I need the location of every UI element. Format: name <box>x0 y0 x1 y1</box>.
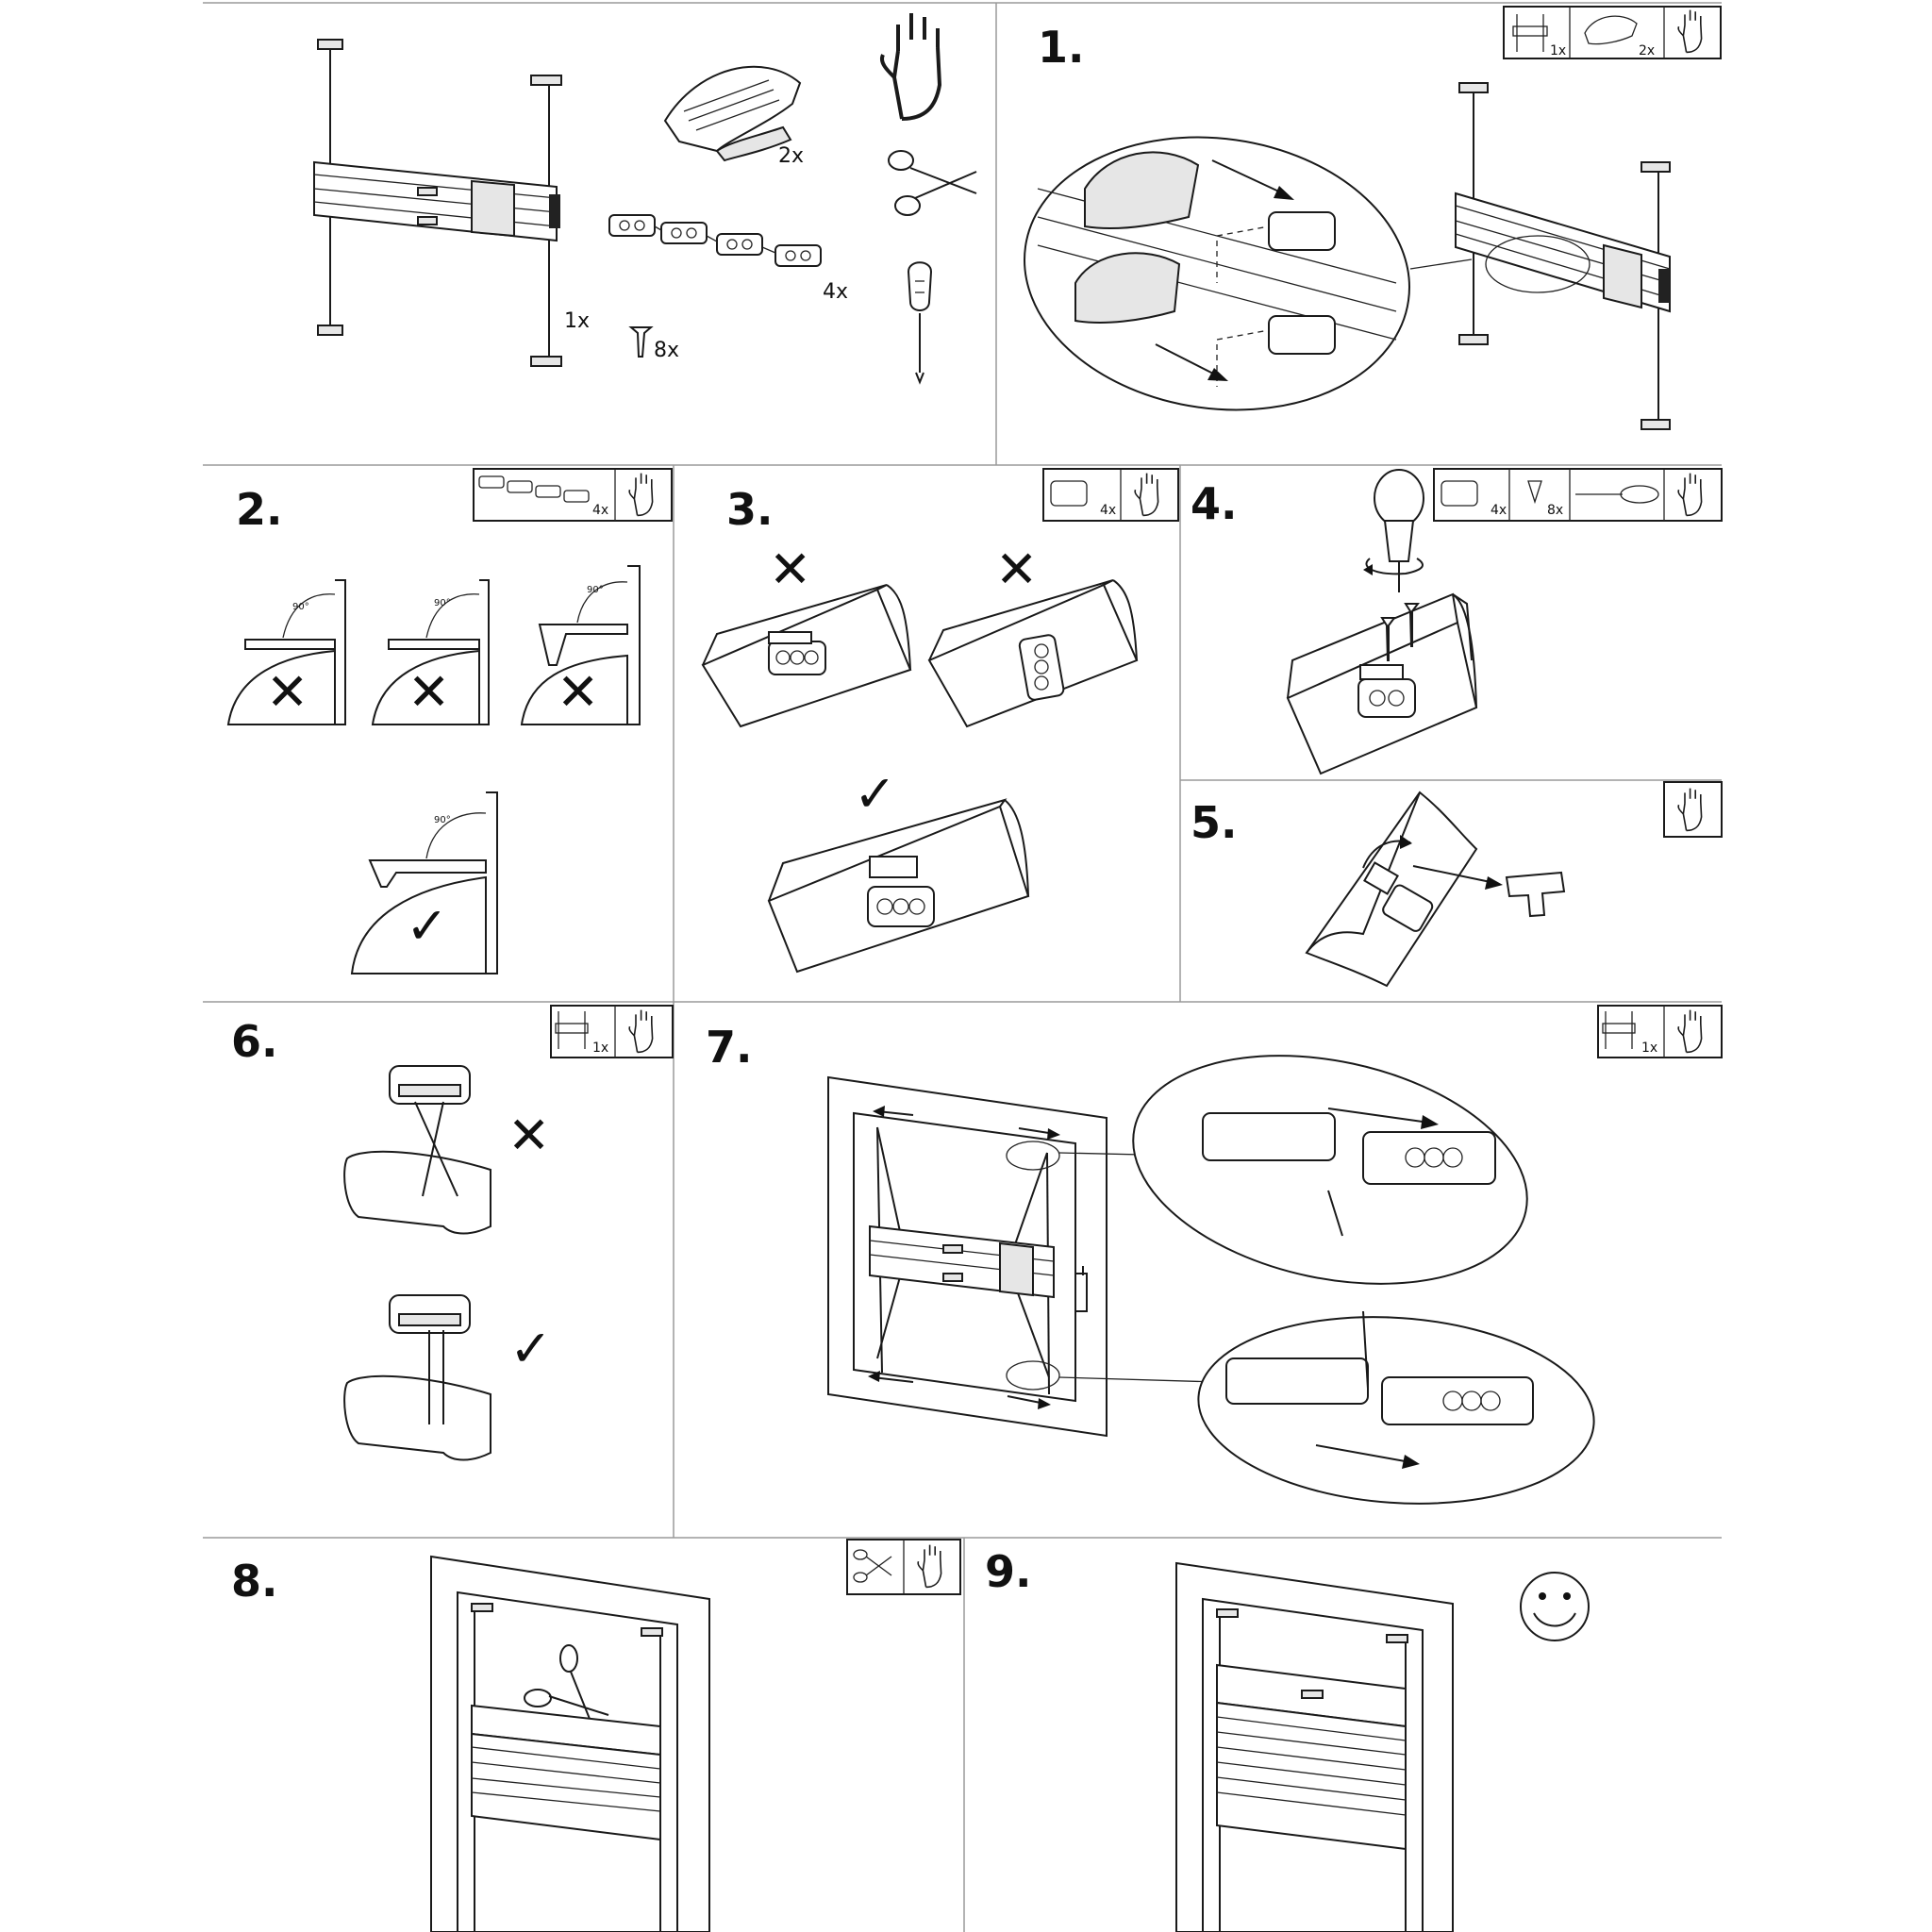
angle-label: 90° <box>434 815 451 825</box>
angle-label: 90° <box>434 598 451 608</box>
correct-mark: ✓ <box>509 1319 552 1378</box>
wall-bracket-mounting <box>1286 592 1478 775</box>
scissors-icon <box>853 1549 892 1583</box>
clip-mini-icon <box>1584 15 1638 45</box>
brackets-mini-icon <box>478 475 590 503</box>
hand-icon <box>1134 473 1159 517</box>
correct-mark: ✓ <box>854 764 896 824</box>
step-5-tools-box <box>1663 781 1723 838</box>
step-2-bracket-qty: 4x <box>592 503 608 518</box>
scissors-icon <box>524 1644 609 1720</box>
parallel-cords-correct: ✓ <box>343 1294 552 1461</box>
step-1-panel: 1. 1x 2x <box>1024 6 1722 430</box>
wrong-mark: ✕ <box>508 1106 550 1165</box>
step-3-number: 3. <box>726 484 773 535</box>
step-1-blind-qty: 1x <box>1550 43 1566 58</box>
step-6-panel: 6. 1x ✕ ✓ <box>231 1005 674 1461</box>
brackets-strip-illustration <box>608 214 822 267</box>
correct-mark: ✓ <box>406 896 448 956</box>
step-2-number: 2. <box>236 484 282 535</box>
wrong-orientation-example-1: ✕ <box>701 540 912 728</box>
window-frame-tensioned <box>827 1075 1108 1438</box>
step-4-panel: 4. 4x 8x <box>1191 468 1723 775</box>
clip-detail-zoom <box>1024 136 1410 411</box>
step-7-tools-box: 1x <box>1597 1005 1723 1058</box>
step-9-panel: 9. <box>985 1546 1590 1932</box>
hand-icon <box>628 1009 654 1054</box>
correct-orientation-example: ✓ <box>767 764 1030 974</box>
wrong-angle-example-3: 90° ✕ <box>520 565 641 725</box>
step-8-number: 8. <box>231 1556 277 1607</box>
step-8-tools-box <box>846 1539 961 1595</box>
step-7-number: 7. <box>706 1022 752 1073</box>
wrong-orientation-example-2: ✕ <box>927 540 1139 728</box>
step-3-panel: 3. 4x ✕ ✕ <box>701 468 1179 974</box>
crossed-cords-wrong: ✕ <box>343 1065 550 1235</box>
wrong-angle-example-2: 90° ✕ <box>371 579 490 725</box>
step-8-panel: 8. <box>231 1539 961 1932</box>
bracket-quantity: 4x <box>823 280 848 304</box>
angle-label: 90° <box>292 602 309 612</box>
clip-quantity: 2x <box>778 144 804 168</box>
hand-icon <box>1677 473 1703 517</box>
step-1-tools-box: 1x 2x <box>1503 6 1722 59</box>
step-4-screw-qty: 8x <box>1547 503 1563 518</box>
step-4-bracket-qty: 4x <box>1491 503 1507 518</box>
blind-quantity: 1x <box>564 309 590 333</box>
step-9-number: 9. <box>985 1546 1031 1597</box>
wrong-angle-example-1: 90° ✕ <box>226 579 346 725</box>
screw-quantity: 8x <box>654 339 679 362</box>
wrong-mark: ✕ <box>266 662 308 722</box>
step-1-clip-qty: 2x <box>1639 43 1655 58</box>
hand-icon <box>880 13 942 121</box>
step-2-panel: 2. 4x 90° ✕ 90° <box>226 468 673 974</box>
blind-installed-illustration <box>1455 82 1671 430</box>
hand-icon <box>1677 788 1703 832</box>
step-1-number: 1. <box>1038 22 1084 73</box>
step-3-tools-box: 4x <box>1042 468 1179 522</box>
step-4-tools-box: 4x 8x <box>1433 468 1723 522</box>
hand-icon <box>628 473 654 517</box>
window-cutting-cords <box>430 1555 710 1932</box>
step-4-number: 4. <box>1191 478 1237 529</box>
step-3-bracket-qty: 4x <box>1100 503 1116 518</box>
bottom-bracket-detail-zoom <box>1197 1310 1595 1505</box>
screwdriver-icon <box>907 261 933 385</box>
screwdriver-turning-illustration <box>1363 469 1424 592</box>
step-5-number: 5. <box>1191 797 1237 848</box>
panel-grid <box>203 2 1722 1932</box>
hand-icon <box>1677 9 1703 54</box>
hand-icon <box>917 1544 942 1589</box>
wrong-mark: ✕ <box>408 662 450 722</box>
remove-tab-illustration <box>1305 791 1566 988</box>
clamp-clip-illustration <box>663 65 802 162</box>
top-bracket-detail-zoom <box>1132 1055 1528 1285</box>
screw-illustration <box>628 326 654 358</box>
step-6-blind-qty: 1x <box>592 1041 608 1056</box>
step-7-blind-qty: 1x <box>1641 1041 1657 1056</box>
blind-mini-icon <box>1512 14 1548 52</box>
scissors-icon <box>888 150 977 216</box>
pleated-blind-illustration <box>313 39 562 367</box>
angle-label: 90° <box>587 585 604 595</box>
wrong-mark: ✕ <box>557 662 599 722</box>
correct-angle-example: 90° ✓ <box>350 791 498 974</box>
step-7-panel: 7. 1x <box>706 1005 1723 1505</box>
step-6-tools-box: 1x <box>550 1005 674 1058</box>
step-6-number: 6. <box>231 1016 277 1067</box>
step-5-panel: 5. <box>1191 781 1723 988</box>
hand-icon <box>1677 1009 1703 1054</box>
screwdriver-mini-icon <box>1575 485 1659 504</box>
wrong-mark: ✕ <box>995 540 1038 599</box>
step-2-tools-box: 4x <box>473 468 673 522</box>
wrong-mark: ✕ <box>769 540 811 599</box>
parts-overview-panel: 1x 2x 4x 8x <box>313 13 977 385</box>
window-finished-blind <box>1175 1561 1454 1932</box>
smiley-icon <box>1520 1572 1590 1641</box>
